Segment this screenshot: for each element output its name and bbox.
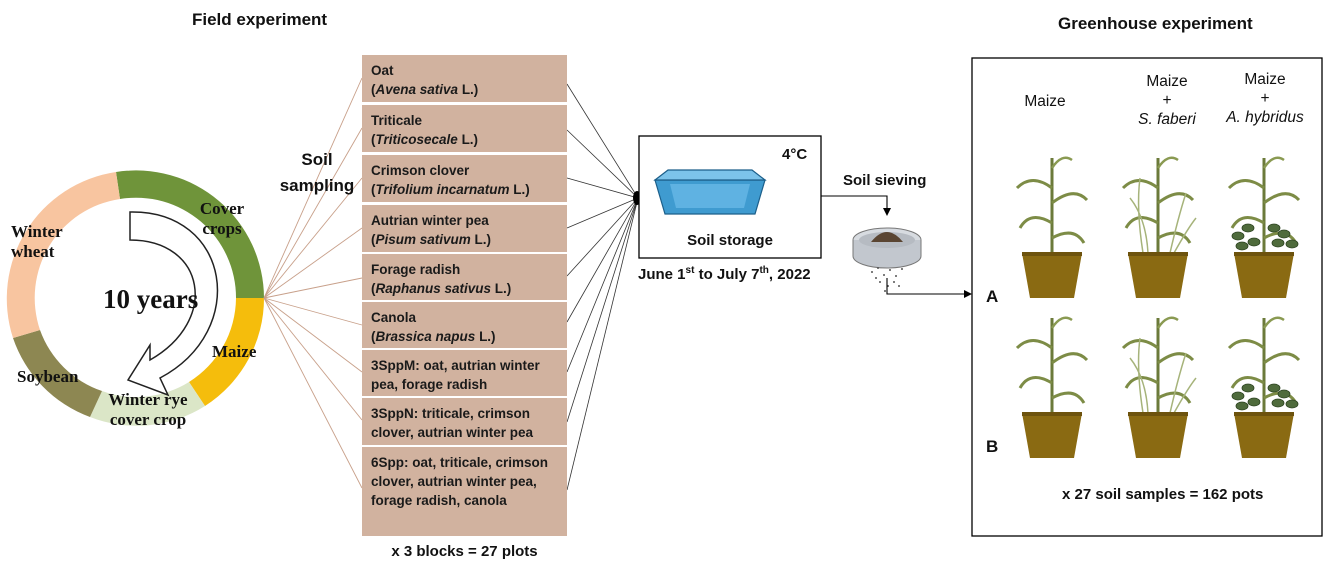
greenhouse-experiment-title: Greenhouse experiment: [1058, 14, 1253, 33]
row-label-b: B: [986, 437, 999, 456]
treatment-box-oat: Oat (Avena sativa L.): [362, 55, 567, 102]
arrow-to-sieve: [821, 195, 888, 210]
ring-segment-maize: [189, 298, 265, 406]
soil-sampling-label: Soil sampling: [279, 150, 355, 195]
pot-total: x 27 soil samples = 162 pots: [1062, 486, 1264, 503]
treatment-maize-label: Maize: [1024, 93, 1066, 110]
treatment-box-forage-radish: Forage radish (Raphanus sativus L.): [362, 254, 567, 300]
treatment-box-winter-pea: Autrian winter pea (Pisum sativum L.): [362, 205, 567, 252]
ring-segment-soybean: [13, 330, 102, 417]
field-experiment-title: Field experiment: [192, 10, 328, 29]
treatment-maize-sfaberi-label: Maize + S. faberi: [1138, 73, 1196, 128]
pot-a-3: [1224, 148, 1304, 298]
arrow-to-greenhouse: [886, 278, 966, 295]
potted-plant-icon: [1015, 316, 1089, 458]
sieve-icon: [852, 227, 922, 292]
storage-dates: June 1st to July 7th, 2022: [638, 265, 811, 283]
soybean-label: Soybean: [17, 367, 79, 386]
ring-segment-winter-rye: [90, 382, 205, 426]
potted-plant-icon: [1227, 316, 1301, 458]
pot-b-2: [1118, 308, 1198, 458]
cover-crops-label: Cover crops: [199, 199, 245, 238]
maize-segment-label: Maize: [212, 342, 257, 361]
greenhouse-box: [971, 57, 1323, 537]
rotation-duration: 10 years: [103, 284, 199, 314]
treatment-box-3sppm: 3SppM: oat, autrian winter pea, forage r…: [362, 350, 567, 396]
treatment-box-triticale: Triticale (Triticosecale L.): [362, 105, 567, 152]
row-label-a: A: [986, 287, 999, 306]
converging-lines: [566, 83, 639, 491]
sieving-label: Soil sieving: [843, 172, 927, 189]
pot-a-2: [1118, 148, 1198, 298]
storage-label: Soil storage: [687, 232, 773, 249]
sampling-lines: [263, 77, 363, 489]
storage-temperature: 4°C: [782, 146, 808, 163]
winter-wheat-label: Winter wheat: [11, 222, 63, 261]
potted-plant-icon: [1015, 156, 1089, 298]
treatment-box-crimson-clover: Crimson clover (Trifolium incarnatum L.): [362, 155, 567, 202]
rotation-arrow: [126, 211, 219, 397]
potted-plant-icon: [1227, 156, 1301, 298]
pot-a-1: [1012, 148, 1092, 298]
treatment-box-6spp: 6Spp: oat, triticale, crimson clover, au…: [362, 447, 567, 536]
pot-b-1: [1012, 308, 1092, 458]
storage-tray-icon: [653, 169, 767, 215]
winter-rye-label: Winter rye cover crop: [108, 390, 188, 429]
treatment-maize-ahybridus-label: Maize + A. hybridus: [1226, 71, 1304, 126]
blocks-note: x 3 blocks = 27 plots: [391, 543, 538, 560]
potted-plant-icon: [1121, 316, 1197, 458]
potted-plant-icon: [1121, 156, 1197, 298]
ring-segment-winter-wheat: [6, 172, 121, 338]
pot-b-3: [1224, 308, 1304, 458]
treatment-box-canola: Canola (Brassica napus L.): [362, 302, 567, 348]
rotation-ring: [6, 170, 265, 426]
treatment-box-3sppn: 3SppN: triticale, crimson clover, autria…: [362, 398, 567, 445]
ring-segment-cover-crops: [116, 170, 264, 298]
